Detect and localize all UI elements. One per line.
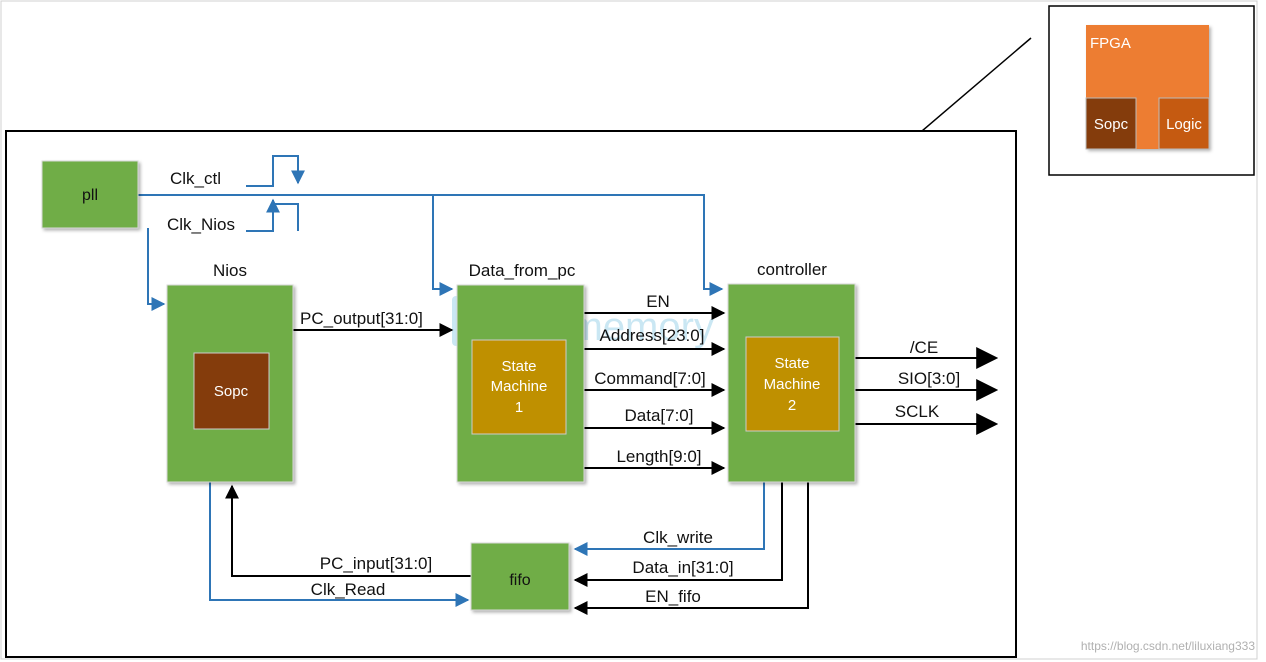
clk-nios-waveform-arrow	[246, 198, 280, 232]
clock-wires	[138, 155, 765, 607]
sm1-line3: 1	[515, 399, 523, 416]
fifo-label: fifo	[509, 572, 530, 589]
data-in-wire	[573, 482, 783, 587]
data-from-pc-title: Data_from_pc	[469, 261, 576, 280]
sm2-line2: Machine	[764, 376, 821, 393]
pc-input-wire	[225, 484, 471, 577]
clk-nios-label: Clk_Nios	[167, 215, 235, 234]
nios-block: Sopc	[166, 284, 294, 483]
clk-to-controller	[138, 194, 724, 296]
command-label: Command[7:0]	[594, 369, 706, 388]
zoom-connector	[921, 37, 1032, 132]
clk-write-wire	[573, 482, 765, 556]
fpga-sopc-label: Sopc	[1094, 116, 1129, 133]
data-in-label: Data_in[31:0]	[632, 558, 733, 577]
clk-read-label: Clk_Read	[311, 580, 386, 599]
controller-title: controller	[757, 260, 827, 279]
clk-write-label: Clk_write	[643, 528, 713, 547]
fpga-inset: FPGA Sopc Logic	[1048, 5, 1255, 176]
clk-nios-waveform	[273, 203, 299, 231]
controller-block: State Machine 2	[727, 283, 856, 483]
en-fifo-wire	[573, 482, 809, 615]
fpga-title: FPGA	[1090, 35, 1131, 52]
system-boundary	[5, 130, 1017, 658]
watermark-url: https://blog.csdn.net/liluxiang333	[1081, 639, 1255, 653]
pc-input-label: PC_input[31:0]	[320, 554, 432, 573]
data-from-pc-block: State Machine 1	[456, 284, 585, 483]
pll-block: pll	[41, 160, 139, 229]
clk-to-data-from-pc	[432, 195, 454, 296]
nios-title: Nios	[213, 261, 247, 280]
fpga-sopc-block	[1085, 97, 1137, 150]
fpga-logic-label: Logic	[1166, 116, 1202, 133]
en-fifo-label: EN_fifo	[645, 587, 701, 606]
pll-label: pll	[82, 187, 98, 204]
sclk-label: SCLK	[895, 402, 940, 421]
fpga-logic-block	[1158, 97, 1210, 150]
data-wires	[225, 306, 999, 615]
ce-label: /CE	[910, 338, 938, 357]
sm1-line2: Machine	[491, 378, 548, 395]
clk-read-wire	[209, 482, 470, 607]
sm1-line1: State	[501, 358, 536, 375]
pc-output-label: PC_output[31:0]	[300, 309, 423, 328]
clk-to-nios	[147, 228, 166, 311]
length-label: Length[9:0]	[616, 447, 701, 466]
data-label: Data[7:0]	[625, 406, 694, 425]
clk-ctl-waveform	[246, 155, 305, 187]
en-label: EN	[646, 292, 670, 311]
sm2-line1: State	[774, 355, 809, 372]
clk-ctl-label: Clk_ctl	[170, 169, 221, 188]
sm2-line3: 2	[788, 397, 796, 414]
fifo-block: fifo	[470, 542, 570, 611]
address-label: Address[23:0]	[600, 326, 705, 345]
nios-sopc-label: Sopc	[214, 383, 249, 400]
sio-label: SIO[3:0]	[898, 369, 960, 388]
